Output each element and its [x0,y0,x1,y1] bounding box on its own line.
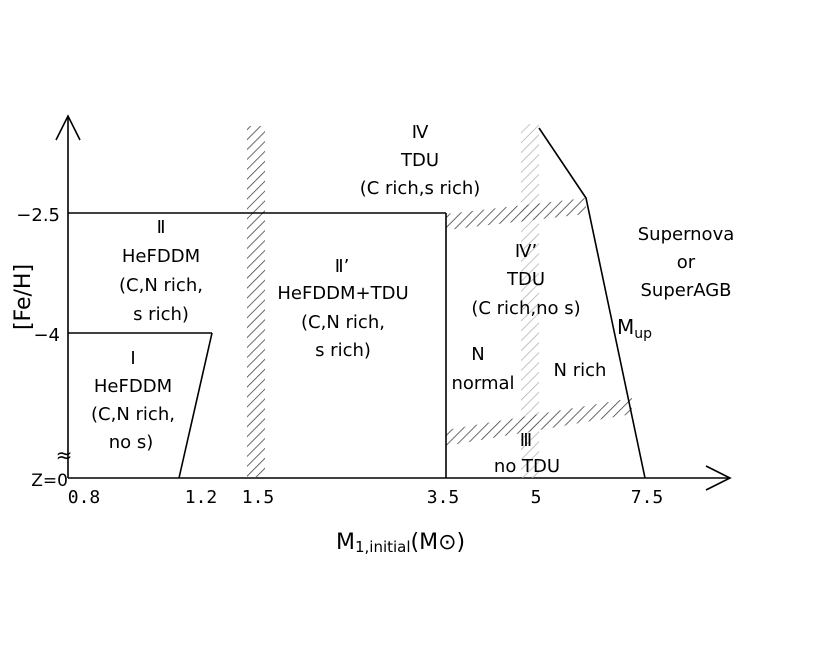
svg-text:Ⅳ: Ⅳ [412,122,429,143]
supernova-label: Supernova or SuperAGB [638,224,735,301]
x-tick-label: 1.5 [242,487,275,508]
svg-text:Supernova: Supernova [638,224,735,245]
svg-text:or: or [677,252,696,273]
svg-text:(C rich,no s): (C rich,no s) [471,298,580,319]
svg-text:no s): no s) [109,432,154,453]
y-tick-label: −2.5 [16,205,60,226]
hatched-band-1-5 [247,126,265,478]
n-rich-label: N rich [554,360,607,381]
svg-text:SuperAGB: SuperAGB [640,280,731,301]
svg-text:HeFDDM+TDU: HeFDDM+TDU [277,283,408,304]
svg-text:Ⅲ: Ⅲ [520,430,532,451]
svg-text:normal: normal [451,373,514,394]
y-tick-label: −4 [33,325,60,346]
svg-text:HeFDDM: HeFDDM [122,246,200,267]
svg-text:(C,N rich,: (C,N rich, [91,404,175,425]
x-tick-label: 7.5 [631,487,664,508]
x-tick-label: 5 [531,487,542,508]
svg-text:no TDU: no TDU [494,456,560,477]
region-2-label: Ⅱ HeFDDM (C,N rich, s rich) [119,217,203,325]
x-axis [68,465,732,491]
region-1-label: Ⅰ HeFDDM (C,N rich, no s) [91,348,175,453]
svg-text:HeFDDM: HeFDDM [94,376,172,397]
region-4-label: Ⅳ TDU (C rich,s rich) [360,122,481,199]
svg-text:Ⅱ: Ⅱ [157,217,166,238]
svg-text:TDU: TDU [506,269,545,290]
svg-text:Ⅱ’: Ⅱ’ [335,256,350,277]
svg-text:s rich): s rich) [315,340,371,361]
region-boundaries [68,212,447,479]
y-axis-title: [Fe/H] [11,264,36,330]
region-3-label: Ⅲ no TDU [494,430,560,477]
y-break-symbol: ≈ [56,443,73,467]
x-tick-label: 3.5 [427,487,460,508]
svg-text:s rich): s rich) [133,304,189,325]
mup-label: Mup [617,315,652,342]
mup-curve [538,127,646,479]
x-tick-label: 0.8 [68,487,101,508]
region-4-prime-label: Ⅳ’ TDU (C rich,no s) [471,241,580,319]
x-axis-title: M1,initial(M⊙) [336,530,465,556]
y-axis [55,114,81,478]
svg-text:N: N [471,344,484,365]
region-2-prime-label: Ⅱ’ HeFDDM+TDU (C,N rich, s rich) [277,256,408,361]
x-tick-label: 1.2 [185,487,218,508]
hatched-band-upper [446,198,586,230]
y-tick-label: Z=0 [31,471,68,491]
svg-text:Ⅳ’: Ⅳ’ [515,241,537,262]
svg-text:TDU: TDU [400,150,439,171]
svg-text:(C rich,s rich): (C rich,s rich) [360,178,481,199]
svg-text:(C,N rich,: (C,N rich, [301,312,385,333]
svg-text:(C,N rich,: (C,N rich, [119,275,203,296]
n-normal-label: N normal [451,344,514,394]
hatched-band-lower [446,398,632,446]
svg-text:Ⅰ: Ⅰ [130,348,135,369]
